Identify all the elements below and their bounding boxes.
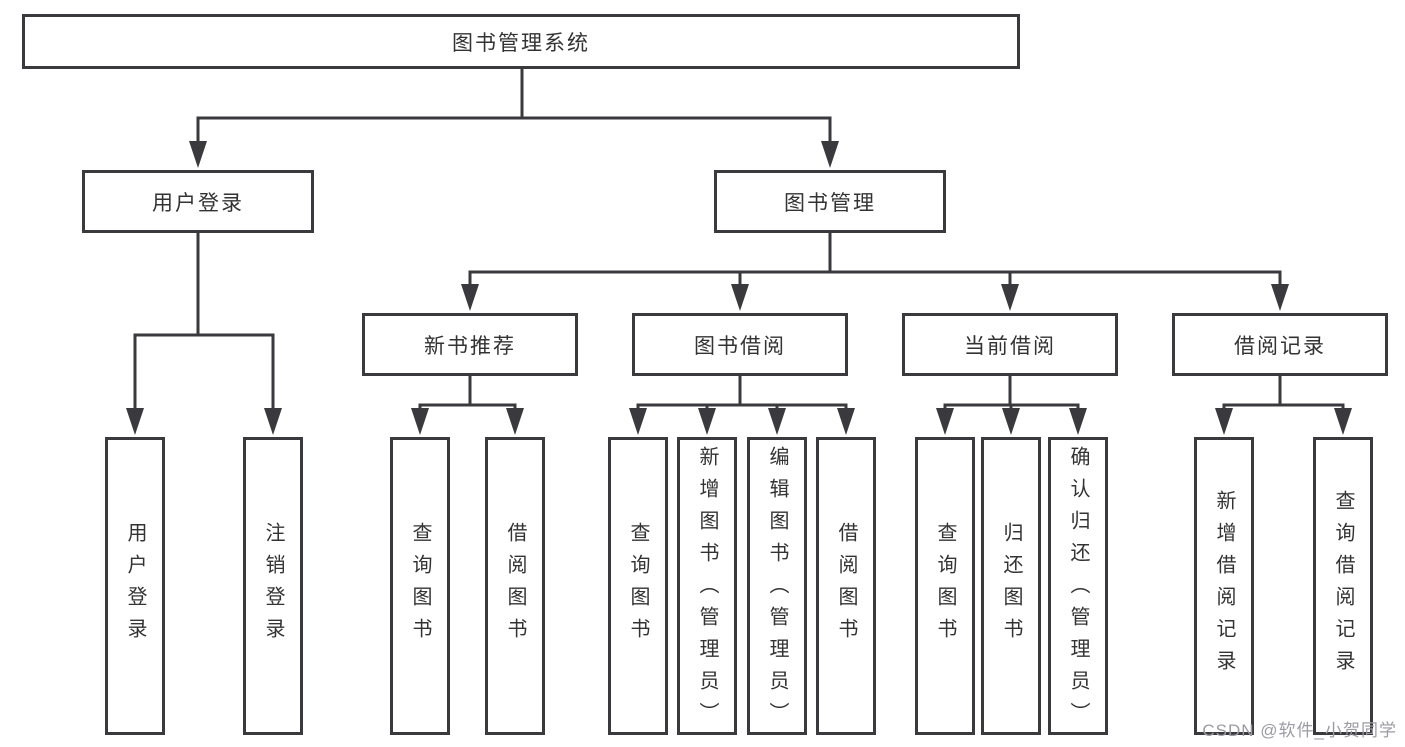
node-book-borrow-label: 图书借阅 xyxy=(694,334,786,358)
node-root: 图书管理系统 xyxy=(22,14,1020,69)
leaf-query-books-2-label: 查询图书 xyxy=(627,522,649,650)
node-user-login: 用户登录 xyxy=(82,170,314,233)
leaf-add-book-admin-label: 新增图书（管理员） xyxy=(696,446,718,734)
arrow-down-icon xyxy=(264,408,282,435)
connector-borrow-record xyxy=(1222,374,1345,413)
arrow-down-icon xyxy=(731,284,749,311)
leaf-user-login: 用户登录 xyxy=(105,437,165,735)
leaf-query-books-2: 查询图书 xyxy=(608,437,668,735)
leaf-query-borrow-record-label: 查询借阅记录 xyxy=(1332,490,1354,682)
leaf-return-book-label: 归还图书 xyxy=(1000,522,1022,650)
leaf-query-books-3-label: 查询图书 xyxy=(934,522,956,650)
leaf-query-books-1-label: 查询图书 xyxy=(409,522,431,650)
leaf-logout-label: 注销登录 xyxy=(262,522,284,650)
arrow-down-icon xyxy=(1069,408,1087,435)
leaf-edit-book-admin-label: 编辑图书（管理员） xyxy=(766,446,788,734)
leaf-query-borrow-record: 查询借阅记录 xyxy=(1313,437,1373,735)
arrow-down-icon xyxy=(1002,408,1020,435)
leaf-return-book: 归还图书 xyxy=(981,437,1041,735)
connector-book-management xyxy=(468,231,1282,289)
arrow-down-icon xyxy=(126,408,144,435)
arrowheads xyxy=(126,141,1352,435)
leaf-add-book-admin: 新增图书（管理员） xyxy=(677,437,737,735)
connector-user-login xyxy=(133,231,275,413)
arrow-down-icon xyxy=(1271,284,1289,311)
leaf-borrow-books-1: 借阅图书 xyxy=(485,437,545,735)
leaf-borrow-books-2: 借阅图书 xyxy=(816,437,876,735)
arrow-down-icon xyxy=(1001,284,1019,311)
node-user-login-label: 用户登录 xyxy=(152,191,244,215)
node-borrow-records: 借阅记录 xyxy=(1172,313,1388,376)
leaf-logout: 注销登录 xyxy=(243,437,303,735)
arrow-down-icon xyxy=(1334,408,1352,435)
node-root-label: 图书管理系统 xyxy=(452,31,590,55)
arrow-down-icon xyxy=(698,408,716,435)
leaf-borrow-books-2-label: 借阅图书 xyxy=(835,522,857,650)
node-book-management: 图书管理 xyxy=(714,170,946,233)
leaf-add-borrow-record: 新增借阅记录 xyxy=(1194,437,1254,735)
arrow-down-icon xyxy=(936,408,954,435)
connector-current-borrow xyxy=(943,374,1080,413)
leaf-user-login-label: 用户登录 xyxy=(124,522,146,650)
arrow-down-icon xyxy=(821,141,839,168)
node-new-book-recommend: 新书推荐 xyxy=(362,313,578,376)
connector-new-book xyxy=(418,374,517,413)
connector-root xyxy=(196,67,832,146)
node-book-borrow: 图书借阅 xyxy=(632,313,848,376)
arrow-down-icon xyxy=(1215,408,1233,435)
arrow-down-icon xyxy=(506,408,524,435)
arrow-down-icon xyxy=(768,408,786,435)
node-new-book-recommend-label: 新书推荐 xyxy=(424,334,516,358)
arrow-down-icon xyxy=(411,408,429,435)
leaf-confirm-return-admin-label: 确认归还（管理员） xyxy=(1067,446,1089,734)
leaf-query-books-1: 查询图书 xyxy=(390,437,450,735)
leaf-query-books-3: 查询图书 xyxy=(915,437,975,735)
csdn-watermark: CSDN @软件_小贺同学 xyxy=(1202,721,1397,740)
leaf-edit-book-admin: 编辑图书（管理员） xyxy=(747,437,807,735)
node-borrow-records-label: 借阅记录 xyxy=(1234,334,1326,358)
leaf-borrow-books-1-label: 借阅图书 xyxy=(504,522,526,650)
connector-book-borrow xyxy=(636,374,848,413)
arrow-down-icon xyxy=(461,284,479,311)
arrow-down-icon xyxy=(629,408,647,435)
leaf-confirm-return-admin: 确认归还（管理员） xyxy=(1048,437,1108,735)
node-current-borrow: 当前借阅 xyxy=(902,313,1118,376)
node-current-borrow-label: 当前借阅 xyxy=(964,334,1056,358)
leaf-add-borrow-record-label: 新增借阅记录 xyxy=(1213,490,1235,682)
node-book-management-label: 图书管理 xyxy=(784,191,876,215)
arrow-down-icon xyxy=(189,141,207,168)
arrow-down-icon xyxy=(837,408,855,435)
